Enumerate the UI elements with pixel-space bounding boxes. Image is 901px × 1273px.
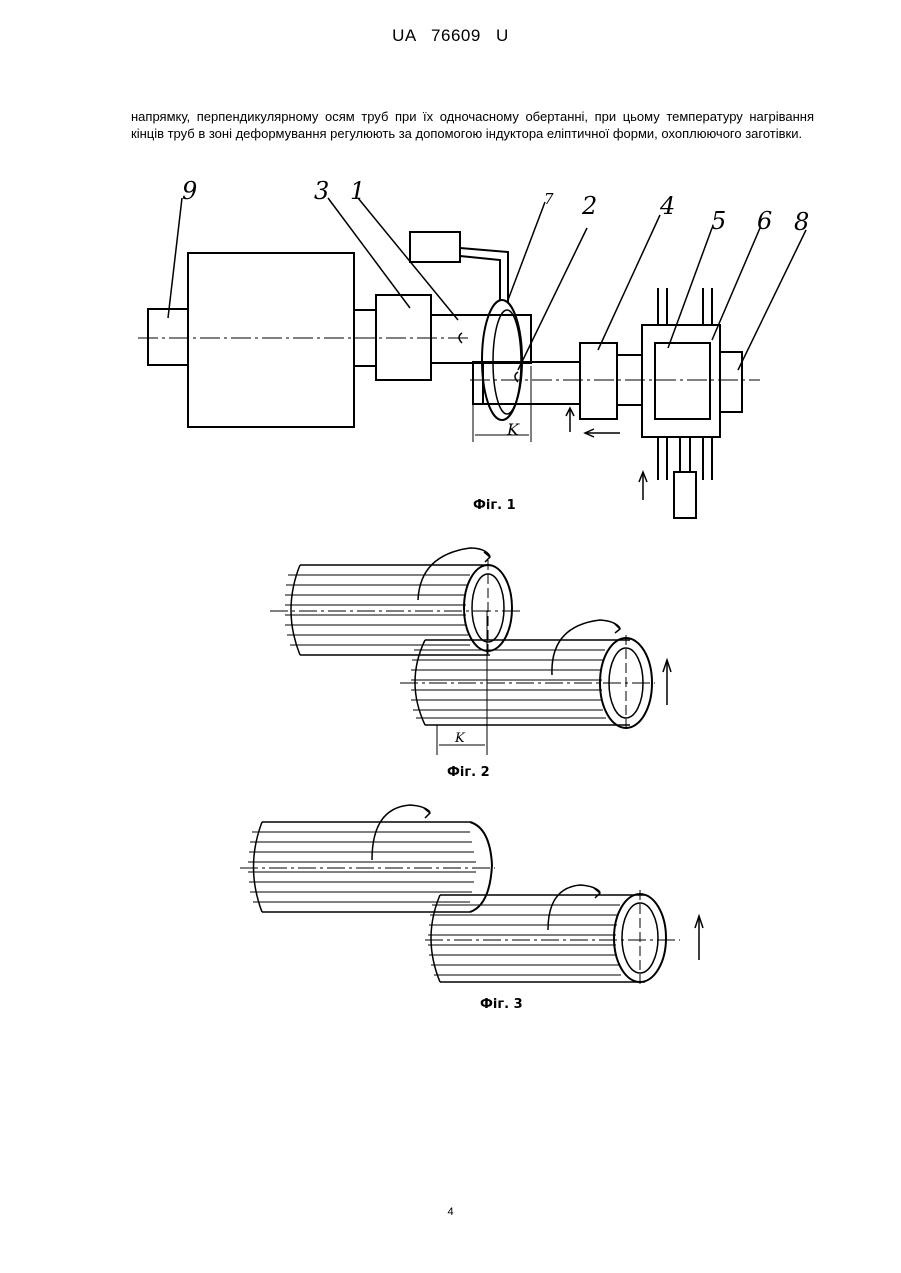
figure-3-drawing (0, 0, 901, 1000)
page-number: 4 (0, 1206, 901, 1218)
figure-3-caption: Фіг. 3 (480, 997, 523, 1012)
